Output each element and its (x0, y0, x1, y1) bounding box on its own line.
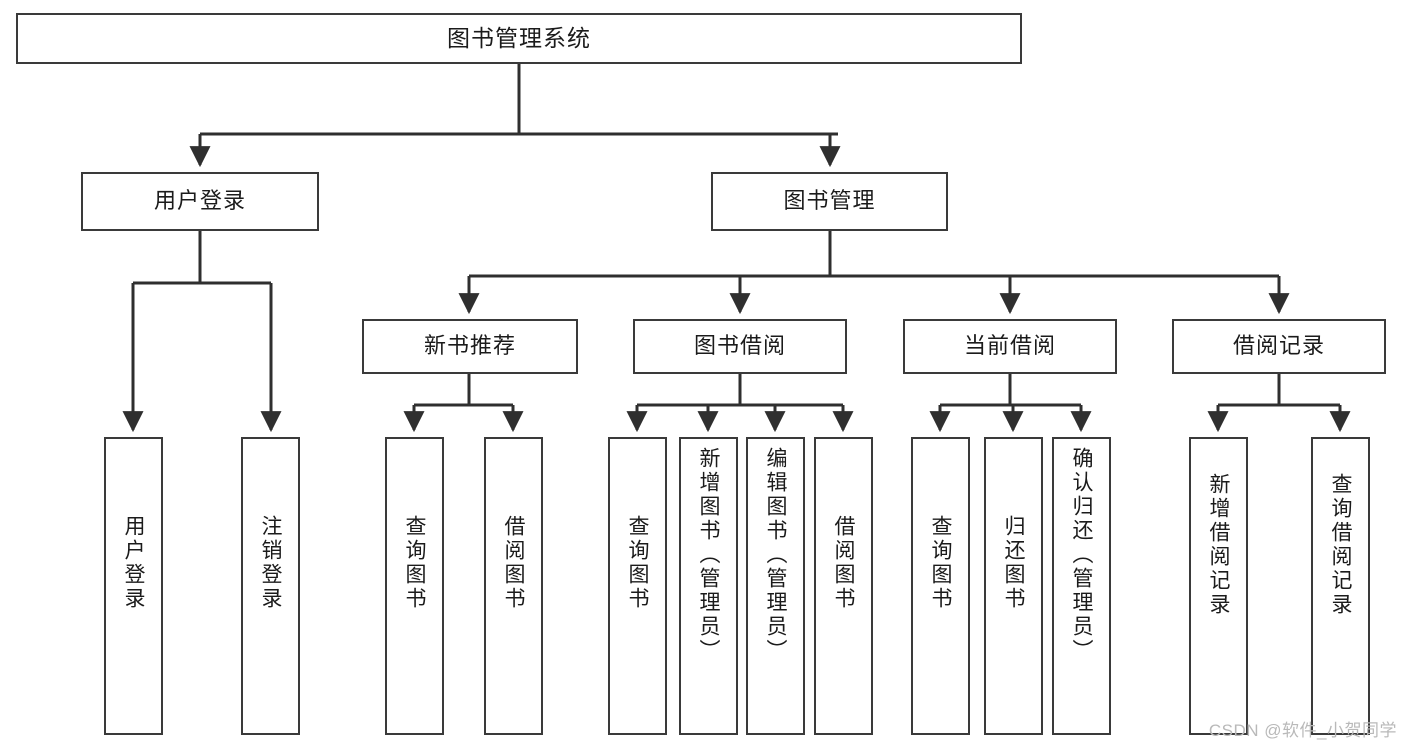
node-leaf-query-book-1-label: 查询图书 (403, 515, 426, 611)
node-leaf-logout-label: 注销登录 (259, 515, 282, 611)
node-leaf-query-book-3-label: 查询图书 (929, 515, 952, 611)
node-current-borrow[interactable]: 当前借阅 (903, 319, 1117, 374)
node-leaf-confirm-return[interactable]: 确认归还（管理员） (1052, 437, 1111, 735)
node-leaf-borrow-book-2[interactable]: 借阅图书 (814, 437, 873, 735)
node-leaf-edit-book-label: 编辑图书（管理员） (764, 447, 787, 663)
node-root-label: 图书管理系统 (447, 24, 591, 51)
node-book-manage[interactable]: 图书管理 (711, 172, 948, 231)
node-leaf-return-book[interactable]: 归还图书 (984, 437, 1043, 735)
node-leaf-query-book-3[interactable]: 查询图书 (911, 437, 970, 735)
node-leaf-query-book-2[interactable]: 查询图书 (608, 437, 667, 735)
node-book-borrow-label: 图书借阅 (693, 333, 786, 359)
node-book-borrow[interactable]: 图书借阅 (633, 319, 847, 374)
node-leaf-query-record[interactable]: 查询借阅记录 (1311, 437, 1370, 735)
node-new-book-rec-label: 新书推荐 (423, 333, 516, 359)
node-leaf-add-book-label: 新增图书（管理员） (697, 447, 720, 663)
node-leaf-query-book-1[interactable]: 查询图书 (385, 437, 444, 735)
node-leaf-borrow-book-1-label: 借阅图书 (502, 515, 525, 611)
node-book-manage-label: 图书管理 (783, 188, 876, 214)
node-borrow-record-label: 借阅记录 (1232, 333, 1325, 359)
node-leaf-borrow-book-2-label: 借阅图书 (832, 515, 855, 611)
node-leaf-logout[interactable]: 注销登录 (241, 437, 300, 735)
node-leaf-user-login-label: 用户登录 (122, 515, 145, 611)
node-leaf-edit-book[interactable]: 编辑图书（管理员） (746, 437, 805, 735)
node-leaf-return-book-label: 归还图书 (1002, 515, 1025, 611)
node-leaf-user-login[interactable]: 用户登录 (104, 437, 163, 735)
node-user-login-label: 用户登录 (153, 188, 246, 214)
node-user-login[interactable]: 用户登录 (81, 172, 319, 231)
node-leaf-query-record-label: 查询借阅记录 (1329, 473, 1352, 617)
node-leaf-confirm-return-label: 确认归还（管理员） (1070, 447, 1093, 663)
node-leaf-query-book-2-label: 查询图书 (626, 515, 649, 611)
node-new-book-rec[interactable]: 新书推荐 (362, 319, 578, 374)
node-current-borrow-label: 当前借阅 (963, 333, 1056, 359)
node-borrow-record[interactable]: 借阅记录 (1172, 319, 1386, 374)
node-leaf-add-book[interactable]: 新增图书（管理员） (679, 437, 738, 735)
node-leaf-add-record-label: 新增借阅记录 (1207, 473, 1230, 617)
node-root[interactable]: 图书管理系统 (16, 13, 1022, 64)
node-leaf-add-record[interactable]: 新增借阅记录 (1189, 437, 1248, 735)
node-leaf-borrow-book-1[interactable]: 借阅图书 (484, 437, 543, 735)
watermark: CSDN @软件_小贺同学 (1208, 721, 1397, 740)
